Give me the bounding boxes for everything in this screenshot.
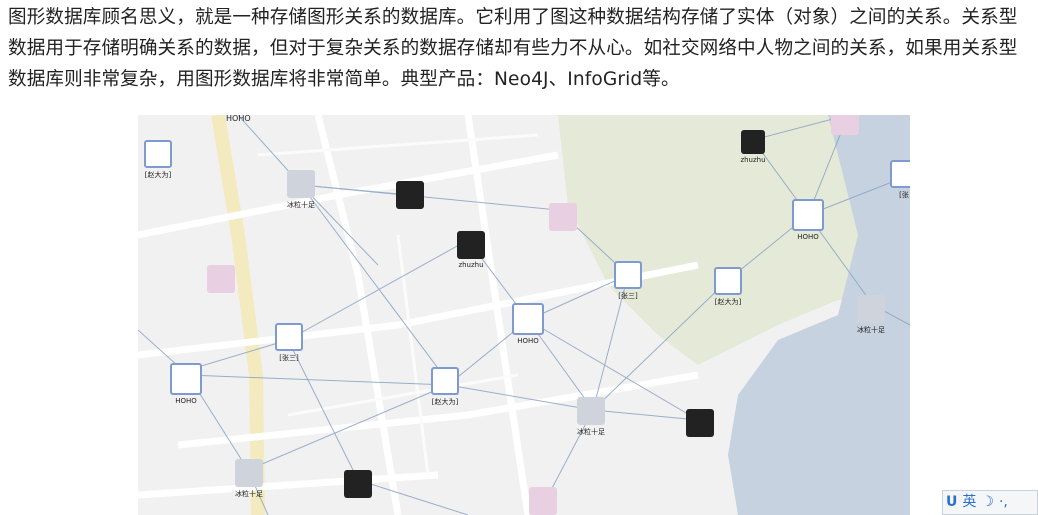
graph-node[interactable] (665, 409, 735, 439)
graph-node[interactable] (508, 487, 578, 515)
graph-node[interactable]: 冰粒十足 (266, 170, 336, 210)
person-avatar-icon (577, 397, 605, 425)
graph-node-label: [赵大为] (714, 298, 742, 306)
graph-node[interactable] (186, 265, 256, 295)
graph-node[interactable]: [赵大为] (693, 267, 763, 307)
person-avatar-icon (235, 459, 263, 487)
person-avatar-icon (714, 267, 742, 295)
person-avatar-icon (512, 303, 544, 335)
ime-mode-toggle[interactable]: 英 (962, 494, 977, 510)
graph-node[interactable]: [赵大为] (410, 367, 480, 407)
graph-node-label: 冰粒十足 (235, 490, 263, 498)
park-area (558, 115, 910, 365)
main-road (211, 115, 265, 515)
graph-node-label: HOHO (175, 397, 197, 405)
person-avatar-icon (207, 265, 235, 293)
person-avatar-icon (431, 367, 459, 395)
graph-node-label: 冰粒十足 (577, 428, 605, 436)
person-avatar-icon (686, 409, 714, 437)
graph-node-label: HOHO (517, 337, 539, 345)
description-paragraph: 图形数据库顾名思义，就是一种存储图形关系的数据库。它利用了图这种数据结构存储了实… (8, 7, 1018, 90)
person-avatar-icon (396, 181, 424, 209)
graph-node[interactable]: zhuzhu (436, 231, 506, 269)
person-avatar-icon (614, 261, 642, 289)
graph-node-label: zhuzhu (740, 156, 766, 164)
person-avatar-icon (831, 115, 859, 135)
graph-node[interactable]: zhuzhu (718, 130, 788, 164)
person-avatar-icon (741, 130, 765, 154)
graph-node[interactable]: [张 (869, 160, 910, 200)
graph-node[interactable] (528, 203, 598, 233)
graph-node-label: [张三] (618, 292, 638, 300)
graph-node[interactable]: HOHO (773, 199, 843, 241)
water-area (728, 115, 910, 515)
person-avatar-icon (144, 140, 172, 168)
graph-node-label: [张 (899, 191, 909, 199)
graph-node-label: [赵大为] (431, 398, 459, 406)
graph-node[interactable]: HOHO (493, 303, 563, 345)
graph-node[interactable] (323, 470, 393, 500)
graph-node-label: [赵大为] (144, 171, 172, 179)
graph-database-figure: HOHO [赵大为] 冰粒十足 zhuzhu [张三] HOHO [张三] [赵… (138, 115, 910, 515)
moon-icon[interactable]: ☽ (981, 494, 994, 510)
person-avatar-icon (857, 295, 885, 323)
person-avatar-icon (170, 363, 202, 395)
person-avatar-icon (529, 487, 557, 515)
graph-node-label: [张三] (279, 354, 299, 362)
map-background (138, 115, 910, 515)
person-avatar-icon (792, 199, 824, 231)
graph-node-label: 冰粒十足 (857, 326, 885, 334)
graph-node[interactable]: [赵大为] (138, 140, 193, 180)
graph-node[interactable]: 冰粒十足 (214, 459, 284, 499)
person-avatar-icon (457, 231, 485, 259)
graph-node-label: 冰粒十足 (287, 201, 315, 209)
graph-node-label: zhuzhu (458, 261, 484, 269)
top-node-label: HOHO (226, 115, 251, 123)
graph-node[interactable]: [张三] (254, 323, 324, 363)
graph-node[interactable]: 冰粒十足 (556, 397, 626, 437)
graph-node[interactable]: [张三] (593, 261, 663, 301)
punctuation-toggle[interactable]: ·, (998, 494, 1008, 510)
graph-node-label: HOHO (797, 233, 819, 241)
graph-node[interactable]: HOHO (151, 363, 221, 405)
graph-node[interactable] (375, 181, 445, 211)
person-avatar-icon (344, 470, 372, 498)
person-avatar-icon (287, 170, 315, 198)
graph-node[interactable] (810, 115, 880, 137)
person-avatar-icon (549, 203, 577, 231)
graph-node[interactable]: 冰粒十足 (836, 295, 906, 335)
ime-logo-icon: U (946, 494, 958, 510)
person-avatar-icon (890, 160, 910, 188)
person-avatar-icon (275, 323, 303, 351)
